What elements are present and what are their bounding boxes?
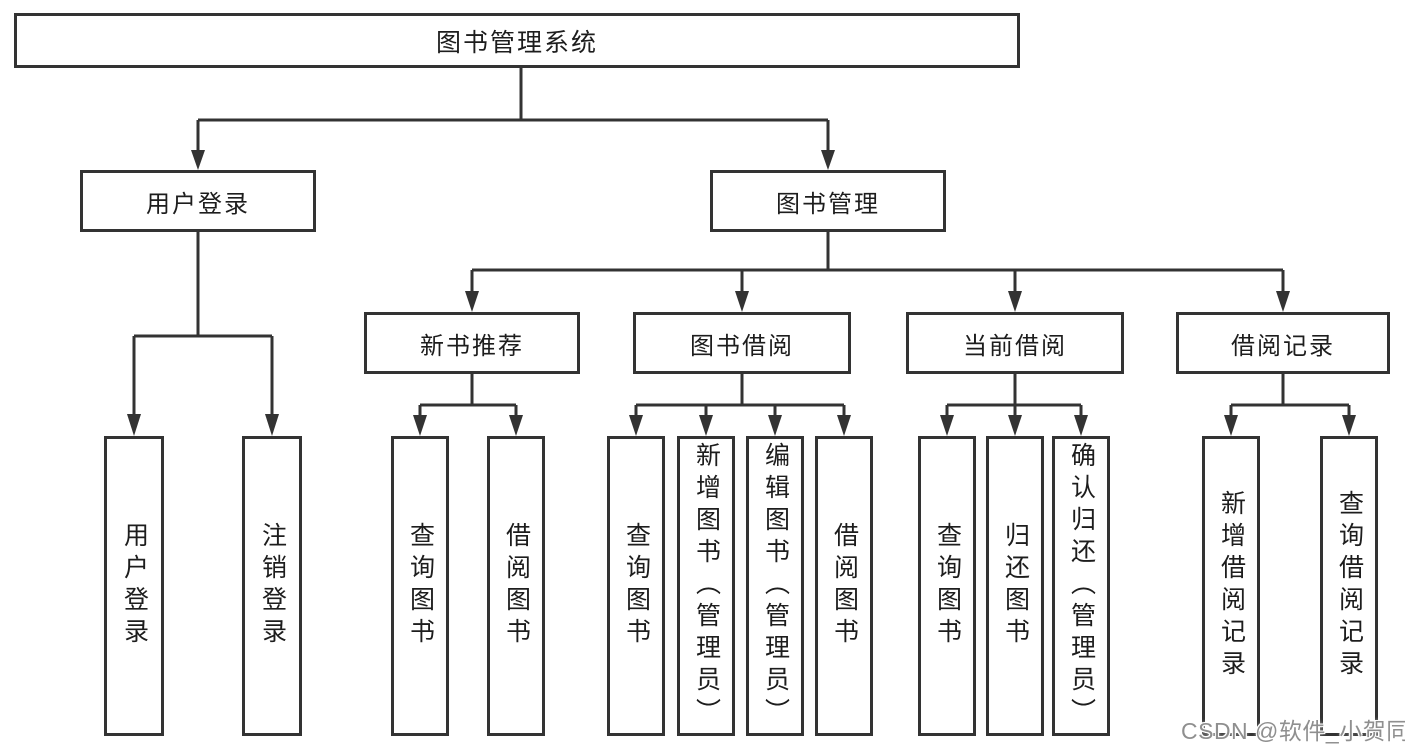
leaf-return-book-label: 归还图书 (1001, 522, 1030, 650)
node-borrow-records: 借阅记录 (1176, 312, 1390, 374)
node-book-management: 图书管理 (710, 170, 946, 232)
node-new-book-recommend-label: 新书推荐 (420, 332, 524, 360)
leaf-current-query-books-label: 查询图书 (933, 522, 962, 650)
leaf-logout-label: 注销登录 (258, 522, 287, 650)
node-user-login: 用户登录 (80, 170, 316, 232)
leaf-current-query-books: 查询图书 (918, 436, 976, 736)
leaf-borrow-borrow-books-label: 借阅图书 (830, 522, 859, 650)
leaf-confirm-return-admin-label: 确认归还（管理员） (1067, 442, 1096, 730)
leaf-user-login-label: 用户登录 (120, 522, 149, 650)
connector-current-children (940, 374, 1088, 436)
leaf-logout: 注销登录 (242, 436, 302, 736)
node-book-borrow-label: 图书借阅 (690, 332, 794, 360)
leaf-add-book-admin-label: 新增图书（管理员） (692, 442, 721, 730)
csdn-watermark: CSDN @软件_小贺同学 (1181, 718, 1405, 744)
leaf-recommend-borrow-books: 借阅图书 (487, 436, 545, 736)
node-library-system-label: 图书管理系统 (435, 28, 598, 57)
node-book-management-label: 图书管理 (776, 190, 880, 218)
connector-root-to-level2 (191, 67, 835, 170)
connector-login-children (127, 232, 279, 436)
leaf-query-borrow-record: 查询借阅记录 (1320, 436, 1378, 736)
node-user-login-label: 用户登录 (146, 190, 250, 218)
leaf-edit-book-admin-label: 编辑图书（管理员） (761, 442, 790, 730)
leaf-borrow-query-books: 查询图书 (607, 436, 665, 736)
node-current-borrow: 当前借阅 (906, 312, 1124, 374)
leaf-borrow-query-books-label: 查询图书 (622, 522, 651, 650)
node-borrow-records-label: 借阅记录 (1231, 332, 1335, 360)
node-new-book-recommend: 新书推荐 (364, 312, 580, 374)
leaf-add-borrow-record: 新增借阅记录 (1202, 436, 1260, 736)
leaf-return-book: 归还图书 (986, 436, 1044, 736)
leaf-user-login: 用户登录 (104, 436, 164, 736)
leaf-borrow-borrow-books: 借阅图书 (815, 436, 873, 736)
leaf-recommend-borrow-books-label: 借阅图书 (502, 522, 531, 650)
leaf-query-borrow-record-label: 查询借阅记录 (1335, 490, 1364, 682)
leaf-add-book-admin: 新增图书（管理员） (677, 436, 735, 736)
node-book-borrow: 图书借阅 (633, 312, 851, 374)
leaf-add-borrow-record-label: 新增借阅记录 (1217, 490, 1246, 682)
connector-records-children (1224, 374, 1356, 436)
connector-borrow-children (629, 374, 851, 436)
connector-mgmt-to-level3 (465, 232, 1290, 312)
leaf-recommend-query-books-label: 查询图书 (406, 522, 435, 650)
node-library-system: 图书管理系统 (14, 13, 1020, 68)
leaf-recommend-query-books: 查询图书 (391, 436, 449, 736)
node-current-borrow-label: 当前借阅 (963, 332, 1067, 360)
leaf-confirm-return-admin: 确认归还（管理员） (1052, 436, 1110, 736)
connector-recommend-children (413, 374, 523, 436)
leaf-edit-book-admin: 编辑图书（管理员） (746, 436, 804, 736)
